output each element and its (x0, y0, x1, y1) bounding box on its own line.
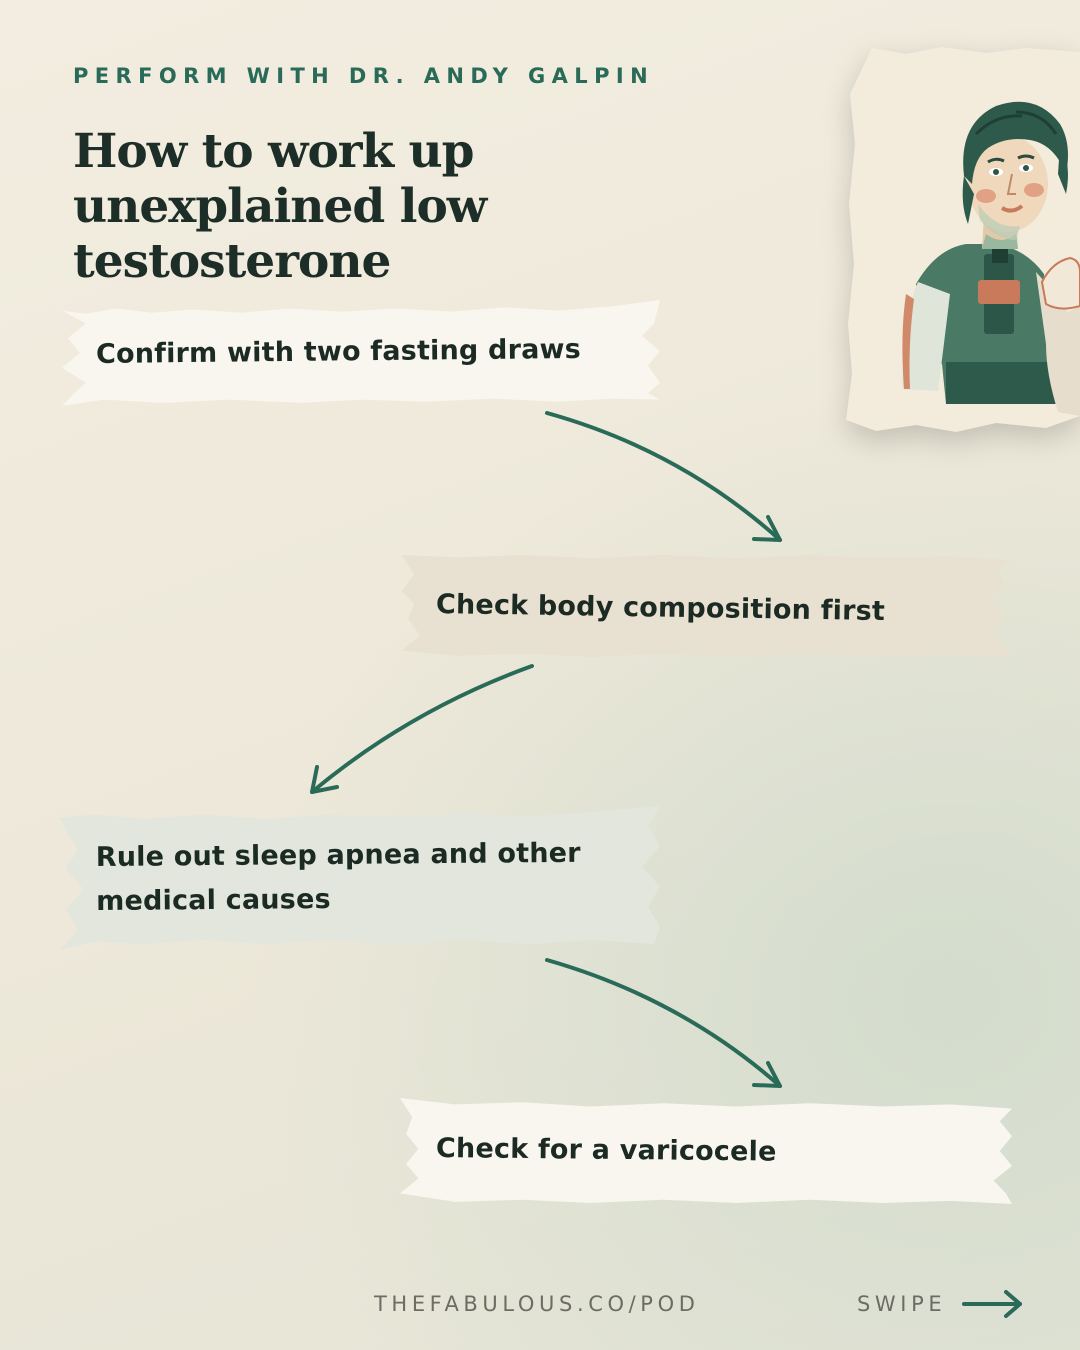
step-2-tape (402, 555, 1010, 657)
arrow-2-icon (310, 664, 534, 794)
swipe-label[interactable]: SWIPE (857, 1292, 947, 1316)
step-3-tape (60, 806, 660, 950)
step-4-tape (400, 1098, 1012, 1204)
page-title: How to work up unexplained low testoster… (73, 124, 487, 289)
arrow-3-icon (545, 958, 782, 1088)
step-1-tape (62, 300, 660, 406)
footer-url[interactable]: THEFABULOUS.CO/POD (374, 1292, 700, 1316)
athlete-with-dumbbell-illustration (846, 47, 1080, 432)
arrow-1-icon (545, 411, 782, 542)
eyebrow-series-title: PERFORM WITH DR. ANDY GALPIN (73, 64, 655, 88)
arrow-right-icon[interactable] (960, 1288, 1026, 1320)
